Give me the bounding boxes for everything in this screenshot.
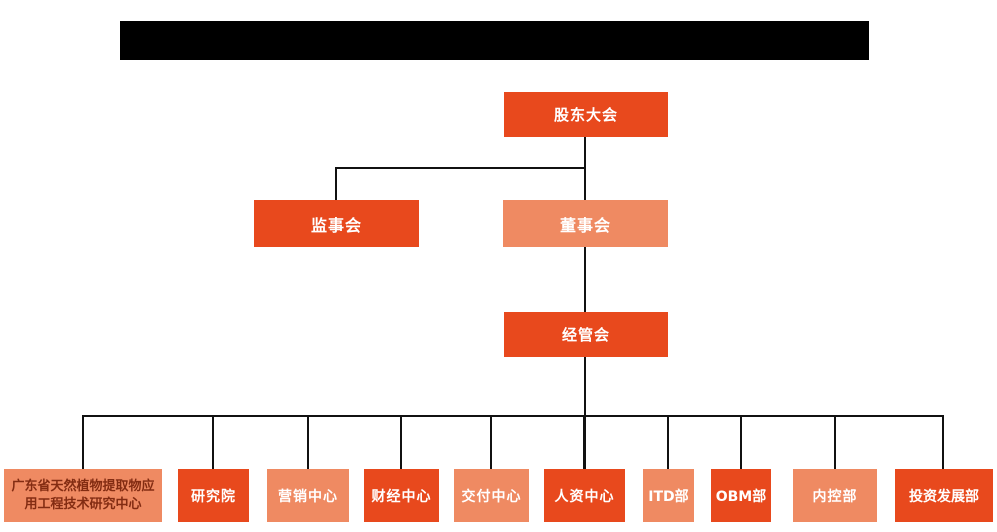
node-management-committee: 经管会 [504,312,668,357]
connector-departments-horizontal [82,415,944,417]
node-dept-investment-development: 投资发展部 [895,469,993,522]
node-dept-itd: ITD部 [643,469,694,522]
node-shareholders-meeting: 股东大会 [504,92,668,137]
node-dept-hr-center: 人资中心 [544,469,625,522]
connector-management-to-departments [584,357,586,469]
connector-drop-hr-center [583,415,585,469]
connector-board-to-management [584,247,586,312]
node-dept-obm: OBM部 [711,469,771,522]
node-dept-delivery-center: 交付中心 [454,469,529,522]
node-board-of-directors: 董事会 [503,200,668,247]
node-dept-plant-extract-research-center: 广东省天然植物提取物应用工程技术研究中心 [4,469,162,522]
node-dept-internal-control: 内控部 [793,469,877,522]
connector-drop-delivery-center [490,415,492,469]
redacted-title-bar [120,21,869,60]
connector-branch-horizontal [335,167,586,169]
connector-drop-internal-control-dept [834,415,836,469]
node-dept-finance-center: 财经中心 [364,469,439,522]
connector-drop-finance-center [400,415,402,469]
connector-drop-research-center [82,415,84,469]
node-dept-research-institute: 研究院 [178,469,249,522]
connector-drop-investment-dev-dept [942,415,944,469]
connector-drop-obm-dept [740,415,742,469]
node-dept-marketing-center: 营销中心 [267,469,349,522]
connector-drop-marketing-center [307,415,309,469]
connector-drop-itd-dept [667,415,669,469]
connector-drop-research-institute [212,415,214,469]
node-supervisory-board: 监事会 [254,200,419,247]
connector-to-supervisory [335,167,337,200]
